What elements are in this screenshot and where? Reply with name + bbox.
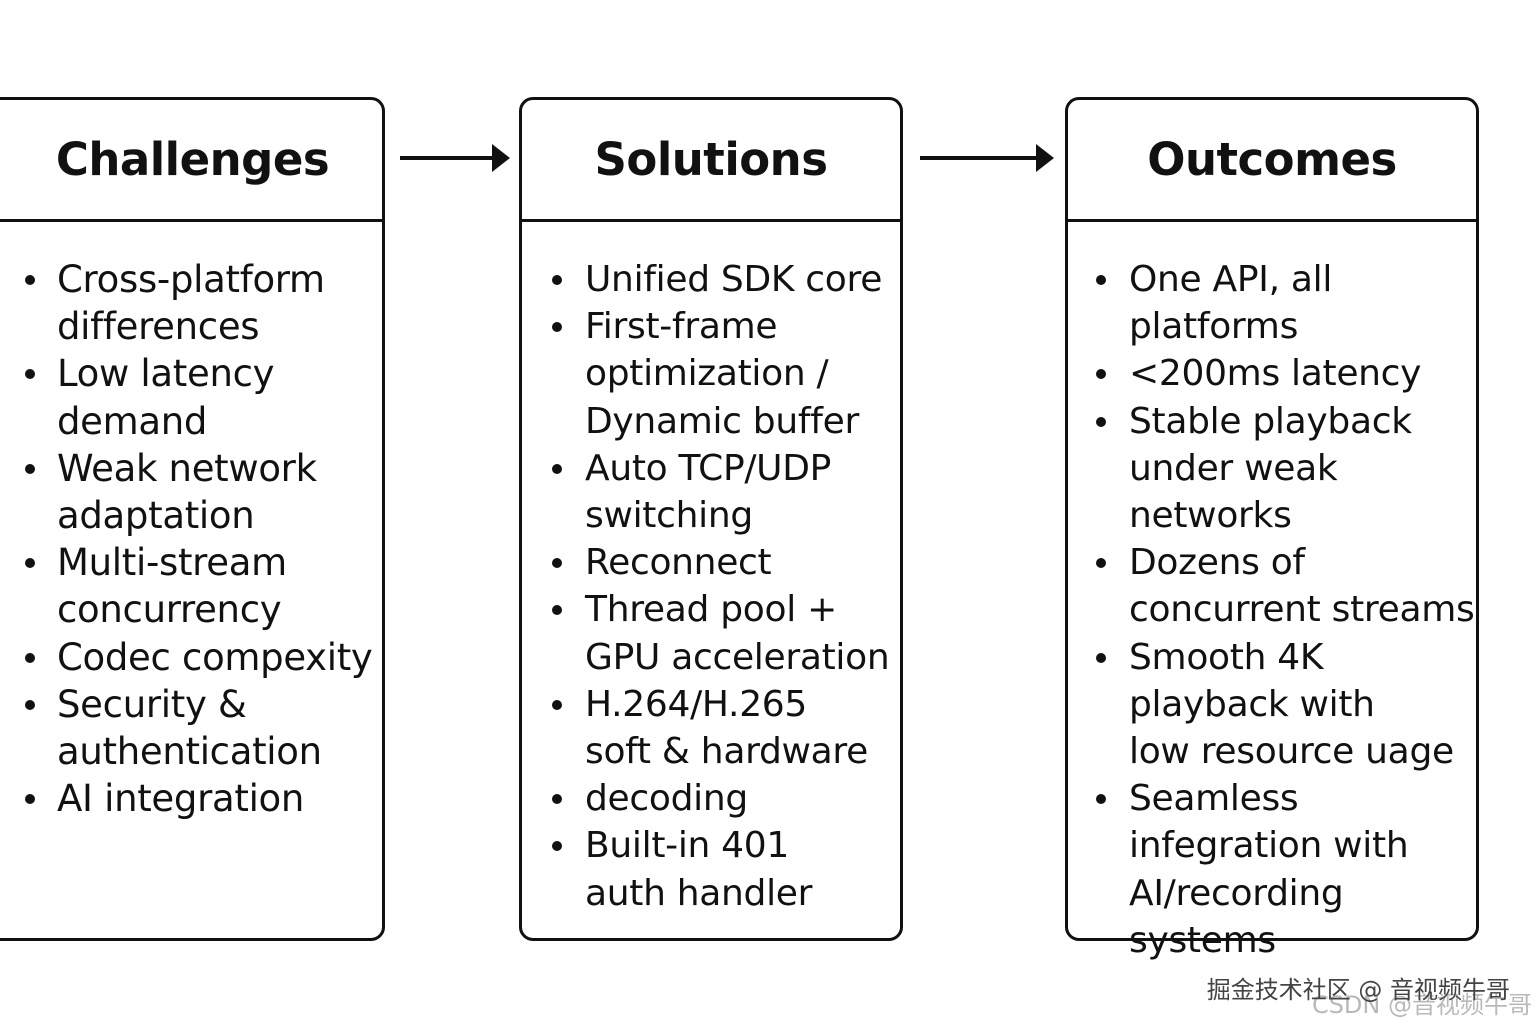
list-item-text: Multi-stream concurrency: [57, 541, 287, 632]
list-item-text: Stable playback under weak networks: [1129, 400, 1412, 537]
list-item-text: One API, all platforms: [1129, 259, 1333, 348]
list-item-text: <200ms latency: [1129, 353, 1422, 395]
list-item-text: Weak network adaptation: [57, 446, 317, 538]
list-item-text: AI integration: [57, 777, 305, 821]
list-item: Multi-stream concurrency: [0, 539, 382, 633]
bullet-dot-icon: [1096, 558, 1106, 569]
list-item-text: decoding: [585, 778, 748, 820]
bullet-dot-icon: [552, 558, 562, 569]
list-item-text: Low latency demand: [57, 352, 275, 443]
bullet-dot-icon: [25, 794, 35, 805]
bullet-dot-icon: [25, 463, 35, 474]
list-item: Cross-platform differences: [0, 256, 382, 350]
list-item: Reconnect: [522, 539, 900, 586]
list-item-text: First-frame optimization / Dynamic buffe…: [585, 306, 859, 442]
solutions-header: Solutions: [522, 100, 900, 222]
list-item: Dozens of concurrent streams: [1068, 539, 1476, 633]
list-item-text: Built-in 401 auth handler: [585, 825, 813, 914]
list-item: Security & authentication: [0, 681, 382, 775]
list-item: Weak network adaptation: [0, 445, 382, 539]
list-item: Thread pool + GPU acceleration: [522, 586, 900, 680]
solutions-title: Solutions: [594, 133, 828, 186]
list-item-text: Thread pool + GPU acceleration: [585, 589, 890, 678]
outcomes-header: Outcomes: [1068, 100, 1476, 222]
list-item: Codec compexity: [0, 634, 382, 681]
list-item: Low latency demand: [0, 350, 382, 444]
list-item-text: Seamless infegration with AI/recording s…: [1129, 778, 1409, 961]
list-item: decoding: [522, 775, 900, 822]
list-item: First-frame optimization / Dynamic buffe…: [522, 303, 900, 445]
bullet-dot-icon: [25, 558, 35, 569]
list-item-text: Auto TCP/UDP switching: [585, 447, 832, 537]
list-item: One API, all platforms: [1068, 256, 1476, 350]
bullet-dot-icon: [552, 699, 562, 710]
bullet-dot-icon: [1096, 275, 1106, 285]
bullet-dot-icon: [25, 652, 35, 663]
bullet-dot-icon: [25, 699, 35, 710]
list-item-text: H.264/H.265 soft & hardware: [585, 683, 868, 773]
bullet-dot-icon: [1096, 369, 1106, 380]
watermark-juejin: 掘金技术社区 @ 音视频牛哥: [1206, 976, 1510, 1004]
list-item: AI integration: [0, 775, 382, 822]
bullet-dot-icon: [552, 322, 562, 333]
list-item: Built-in 401 auth handler: [522, 822, 900, 916]
list-item: Seamless infegration with AI/recording s…: [1068, 775, 1476, 964]
list-item-text: Reconnect: [585, 542, 772, 584]
bullet-dot-icon: [552, 841, 562, 852]
bullet-dot-icon: [552, 794, 562, 805]
watermark-csdn: CSDN @音视频牛哥: [1311, 991, 1532, 1019]
list-item: Auto TCP/UDP switching: [522, 445, 900, 539]
list-item: Unified SDK core: [522, 256, 900, 303]
right-arrow-icon: [920, 144, 1054, 172]
bullet-dot-icon: [25, 275, 35, 285]
bullet-dot-icon: [552, 605, 562, 616]
list-item: <200ms latency: [1068, 350, 1476, 397]
bullet-dot-icon: [552, 275, 562, 285]
bullet-dot-icon: [552, 463, 562, 474]
list-item-text: Codec compexity: [57, 635, 373, 679]
bullet-dot-icon: [25, 369, 35, 380]
list-item: H.264/H.265 soft & hardware: [522, 681, 900, 775]
challenges-header: Challenges: [0, 100, 382, 222]
challenges-title: Challenges: [55, 133, 330, 186]
bullet-dot-icon: [1096, 652, 1106, 663]
outcomes-title: Outcomes: [1147, 133, 1397, 186]
bullet-dot-icon: [1096, 794, 1106, 805]
list-item-text: Dozens of concurrent streams: [1129, 542, 1475, 631]
right-arrow-icon: [400, 144, 510, 172]
list-item-text: Security & authentication: [57, 682, 322, 774]
list-item: Smooth 4K playback with low resource uag…: [1068, 634, 1476, 776]
list-item: Stable playback under weak networks: [1068, 398, 1476, 540]
list-item-text: Unified SDK core: [585, 259, 883, 300]
bullet-dot-icon: [1096, 416, 1106, 427]
list-item-text: Smooth 4K playback with low resource uag…: [1129, 636, 1454, 773]
outcomes-panel: Outcomes One API, all platforms <200ms la…: [1065, 97, 1479, 961]
list-item-text: Cross-platform differences: [57, 258, 325, 349]
